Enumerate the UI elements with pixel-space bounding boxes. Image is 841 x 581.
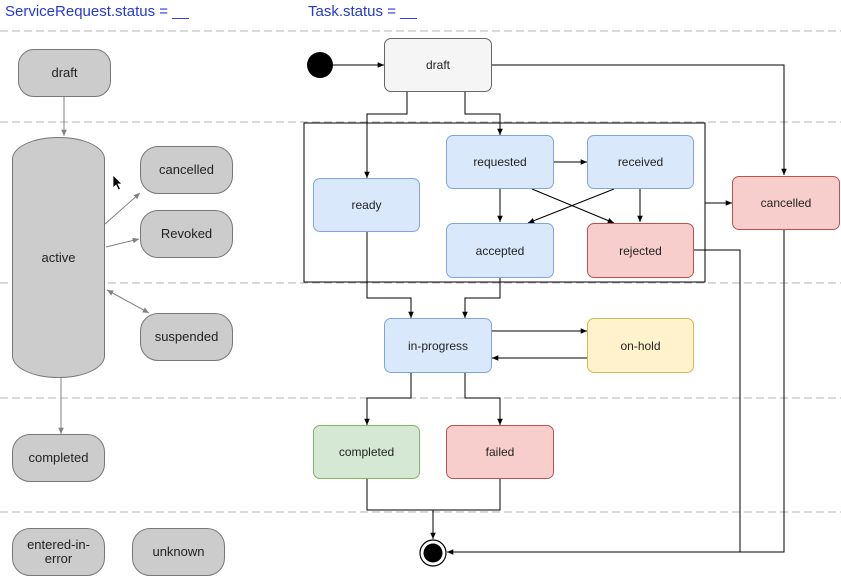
arrow-ready-to-in-progress bbox=[366, 232, 414, 318]
sr-state-entered-in-error: entered-in-error bbox=[12, 528, 105, 576]
arrow-active-to-revoked bbox=[105, 237, 140, 248]
task-state-in-progress: in-progress bbox=[384, 318, 492, 373]
arrow-active-suspended bbox=[106, 289, 150, 314]
arrow-in-progress-to-failed bbox=[464, 373, 503, 425]
task-state-accepted: accepted bbox=[446, 223, 554, 278]
arrow-draft-to-ready bbox=[364, 92, 408, 178]
task-state-failed: failed bbox=[446, 425, 554, 479]
sr-state-suspended: suspended bbox=[140, 313, 233, 361]
arrow-active-to-cancelled bbox=[104, 192, 141, 225]
sr-state-completed: completed bbox=[12, 434, 105, 482]
task-transitions bbox=[333, 62, 787, 555]
task-state-cancelled: cancelled bbox=[732, 176, 840, 230]
final-state-core bbox=[423, 543, 443, 563]
task-state-draft: draft bbox=[384, 38, 492, 92]
arrow-accepted-to-in-progress bbox=[462, 278, 501, 318]
arrow-cancelled-to-end bbox=[740, 230, 785, 553]
arrow-draft-to-requested bbox=[464, 92, 503, 135]
task-status-title: Task.status = __ bbox=[308, 3, 417, 20]
task-state-requested: requested bbox=[446, 135, 554, 189]
lane-separators bbox=[0, 30, 841, 513]
arrow-in-progress-to-completed bbox=[364, 373, 412, 425]
task-state-completed: completed bbox=[313, 425, 420, 479]
arrow-failed-to-end bbox=[433, 479, 501, 511]
mouse-cursor-icon bbox=[112, 174, 123, 191]
arrow-rejected-to-end bbox=[447, 249, 741, 555]
task-state-received: received bbox=[587, 135, 694, 189]
sr-state-revoked: Revoked bbox=[140, 210, 233, 258]
sr-state-cancelled: cancelled bbox=[140, 146, 233, 194]
task-state-ready: ready bbox=[313, 178, 420, 232]
sr-state-unknown: unknown bbox=[132, 528, 225, 576]
service-request-status-title: ServiceRequest.status = __ bbox=[5, 3, 189, 20]
service-request-transitions bbox=[58, 97, 150, 434]
arrow-completed-to-end bbox=[366, 479, 436, 539]
initial-state bbox=[307, 52, 333, 78]
sr-state-draft: draft bbox=[18, 49, 111, 97]
sr-state-active: active bbox=[12, 137, 105, 378]
arrow-received-to-accepted bbox=[527, 188, 615, 224]
task-state-rejected: rejected bbox=[587, 223, 694, 278]
arrow-requested-to-rejected bbox=[531, 188, 615, 224]
arrow-draft-to-cancelled bbox=[492, 64, 787, 175]
task-state-on-hold: on-hold bbox=[587, 318, 694, 373]
